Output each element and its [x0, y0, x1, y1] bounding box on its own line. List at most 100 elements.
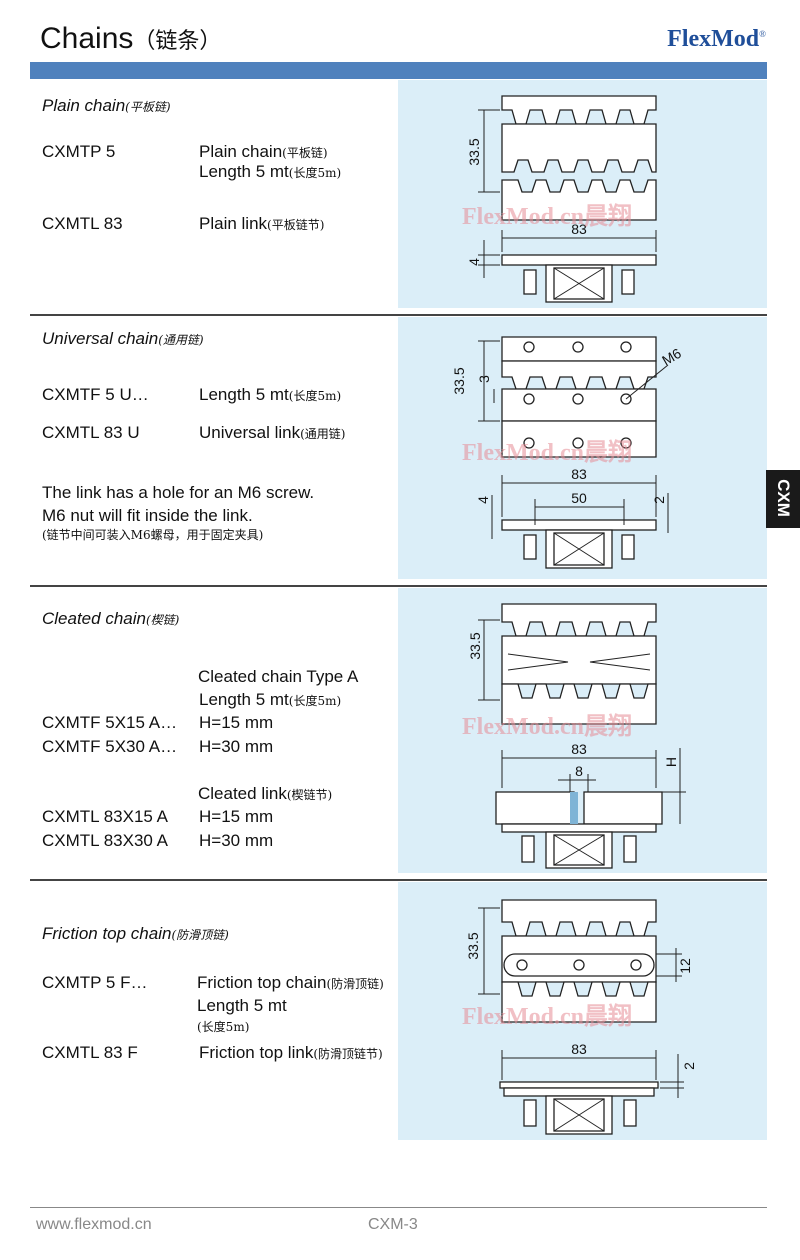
dim-cleat-label: H	[663, 757, 679, 767]
dim-thickness-label: 4	[475, 496, 491, 504]
product-desc: Universal link(通用链)	[199, 423, 345, 443]
section-title-cleated-chain: Cleated chain(楔链)	[42, 609, 179, 629]
product-code: CXMTP 5	[42, 142, 116, 161]
dim-width-label: 83	[571, 466, 587, 482]
product-code: CXMTF 5 U…	[42, 385, 149, 404]
section-title-text: Cleated chain	[42, 609, 146, 628]
dim-width-label: 83	[571, 1041, 587, 1057]
section-title-cn: (楔链)	[145, 613, 180, 627]
link-label-text: Cleated link	[198, 784, 287, 803]
section-title-text: Friction top chain	[42, 924, 172, 943]
cleated-chain-drawing: 33.5 83 8 H	[467, 603, 686, 869]
product-spec: H=15 mm	[199, 807, 274, 826]
product-desc: Plain chain(平板链)	[199, 142, 328, 162]
watermark: FlexMod.cn晨翔	[462, 204, 632, 230]
section-title-text: Universal chain	[42, 329, 159, 348]
friction-chain-drawing: 33.5 12 83 2	[465, 899, 697, 1135]
length-text: Length 5 mt	[199, 162, 289, 181]
desc-cn: (防滑顶链节)	[313, 1047, 383, 1061]
desc-cn: (平板链节)	[267, 218, 325, 232]
length-cn: (长度5m)	[288, 166, 342, 180]
page-title: Chains（链条）	[40, 22, 221, 56]
desc-cn: (防滑顶链)	[326, 977, 384, 991]
product-code: CXMTF 5X15 A…	[42, 713, 178, 732]
desc-text: Universal link	[199, 423, 301, 442]
note-cn: (链节中间可装入M6螺母，用于固定夹具)	[42, 528, 264, 542]
desc-cn: (平板链)	[282, 146, 328, 160]
dim-width-label: 83	[571, 221, 587, 237]
link-type-label: Cleated link(楔链节)	[198, 784, 332, 804]
section-title-friction-chain: Friction top chain(防滑顶链)	[42, 924, 229, 944]
section-title-universal-chain: Universal chain(通用链)	[42, 329, 204, 349]
dim-hole-label: 50	[571, 490, 587, 506]
desc-cn: (通用链)	[300, 427, 346, 441]
page-title-cn: （链条）	[133, 29, 222, 54]
product-code: CXMTL 83X30 A	[42, 831, 168, 850]
dim-height-label: 33.5	[465, 932, 481, 959]
plain-chain-drawing: 33.5 83 4	[466, 95, 657, 303]
product-spec: H=30 mm	[199, 737, 274, 756]
product-desc: Friction top link(防滑顶链节)	[199, 1043, 383, 1063]
desc-text: Friction top link	[199, 1043, 314, 1062]
logo-registered-mark: ®	[759, 29, 766, 39]
dim-step-label: 2	[651, 496, 667, 504]
product-length: Length 5 mt(长度5m)	[199, 162, 341, 182]
length-cn: (长度5m)	[288, 694, 342, 708]
section-title-plain-chain: Plain chain(平板链)	[42, 96, 171, 116]
product-spec: H=30 mm	[199, 831, 274, 850]
dim-height-label: 33.5	[466, 138, 482, 165]
dim-height-label: 33.5	[451, 367, 467, 394]
section-title-cn: (通用链)	[158, 333, 204, 347]
section-divider	[30, 585, 767, 587]
product-code: CXMTL 83X15 A	[42, 807, 168, 826]
desc-text: Length 5 mt	[199, 385, 289, 404]
dim-inner-label: 3	[476, 375, 492, 383]
universal-chain-drawing: 33.5 3 M6 83 50 4 2	[451, 336, 684, 569]
section-divider	[30, 314, 767, 316]
side-tab-label: CXM	[774, 479, 793, 517]
product-code: CXMTL 83 U	[42, 423, 140, 442]
section-divider	[30, 879, 767, 881]
product-length: Length 5 mt(长度5m)	[199, 690, 341, 710]
watermark: FlexMod.cn晨翔	[462, 1004, 632, 1030]
watermark: FlexMod.cn晨翔	[462, 714, 632, 740]
section-title-cn: (平板链)	[125, 100, 171, 114]
link-label-cn: (楔链节)	[286, 788, 333, 802]
product-code: CXMTF 5X30 A…	[42, 737, 178, 756]
footer-url: www.flexmod.cn	[36, 1216, 152, 1233]
product-code: CXMTP 5 F…	[42, 973, 148, 992]
desc-text: Friction top chain	[197, 973, 327, 992]
section-title-cn: (防滑顶链)	[171, 928, 229, 942]
product-desc: Friction top chain(防滑顶链)	[197, 973, 384, 993]
dim-height-label: 33.5	[467, 632, 483, 659]
product-spec: H=15 mm	[199, 713, 274, 732]
note-line: The link has a hole for an M6 screw.	[42, 483, 315, 502]
header-bar	[30, 62, 767, 79]
logo-text: FlexMod	[667, 26, 760, 52]
watermark: FlexMod.cn晨翔	[462, 440, 632, 466]
flexmod-logo: FlexMod®	[667, 26, 766, 53]
product-desc: Plain link(平板链节)	[199, 214, 324, 234]
product-code: CXMTL 83	[42, 214, 123, 233]
dim-thickness-label: 4	[466, 258, 482, 266]
page-title-en: Chains	[40, 22, 134, 55]
note-line: M6 nut will fit inside the link.	[42, 506, 253, 525]
length-text: Length 5 mt	[199, 690, 289, 709]
product-length-cn: (长度5m)	[197, 1020, 250, 1034]
product-length: Length 5 mt	[197, 996, 287, 1015]
desc-text: Plain link	[199, 214, 268, 233]
product-desc: Length 5 mt(长度5m)	[199, 385, 341, 405]
desc-text: Plain chain	[199, 142, 283, 161]
dim-screw-label: M6	[659, 345, 684, 369]
dim-thickness-label: 2	[681, 1062, 697, 1070]
desc-cn: (长度5m)	[288, 389, 342, 403]
page-number: CXM-3	[368, 1216, 418, 1233]
side-tab: CXM	[766, 470, 800, 528]
dim-width-label: 83	[571, 741, 587, 757]
footer-divider	[30, 1207, 767, 1208]
chain-type-label: Cleated chain Type A	[198, 667, 359, 686]
section-title-text: Plain chain	[42, 96, 126, 115]
dim-pad-label: 12	[677, 958, 693, 974]
dim-gap-label: 8	[575, 763, 583, 779]
product-code: CXMTL 83 F	[42, 1043, 138, 1062]
